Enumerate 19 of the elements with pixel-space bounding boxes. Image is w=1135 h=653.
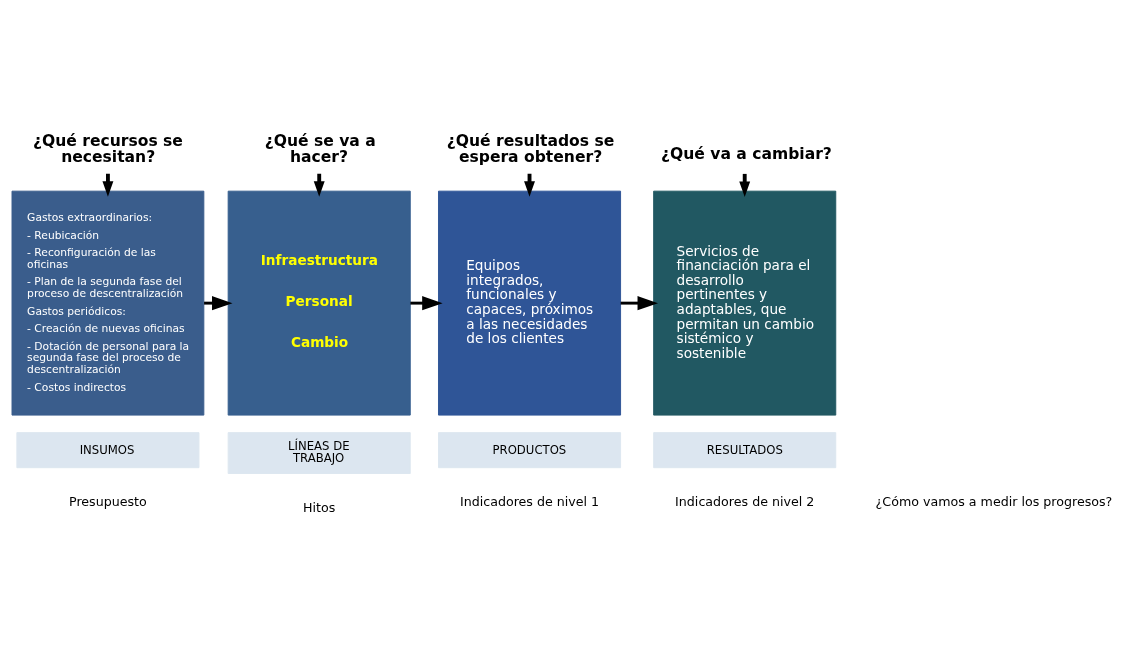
node-box: PRODUCTOS xyxy=(438,432,622,469)
node-text: ¿Qué recursos se necesitan? xyxy=(32,132,183,166)
node-box: Infraestructura Personal Cambio xyxy=(227,190,411,416)
node-box: RESULTADOS xyxy=(653,432,837,469)
node-text: ¿Qué va a cambiar? xyxy=(660,144,832,163)
node-box: INSUMOS xyxy=(16,432,200,469)
node-box: LÍNEAS DE TRABAJO xyxy=(227,432,411,474)
label: Indicadores de nivel 1 xyxy=(459,494,600,510)
node-box: Equipos integrados, funcionales y capaces, próximos a las necesidades de los clientes xyxy=(438,190,622,416)
node-box: Gastos extraordinarios: - Reubicación - Reconfiguración de las oficinas - Plan de la segunda fase del proceso de descentralización Gastos periódicos: - Creación de nuevas oficinas - Dotación de personal para la segunda fase del proceso de descentralización - Costos indirectos xyxy=(11,190,205,416)
label: ¿Cómo vamos a medir los progresos? xyxy=(875,494,1113,510)
arrow xyxy=(620,295,658,311)
label: Hitos xyxy=(303,499,336,515)
node-box: Servicios de financiación para el desarrollo pertinentes y adaptables, que permitan un cambio sistémico y sostenible xyxy=(653,190,837,416)
node-text: ¿Qué resultados se espera obtener? xyxy=(446,132,615,166)
label: Indicadores de nivel 2 xyxy=(675,494,815,510)
label: Presupuesto xyxy=(69,494,147,510)
arrow xyxy=(410,295,443,311)
node-text: ¿Qué se va a hacer? xyxy=(264,132,376,166)
